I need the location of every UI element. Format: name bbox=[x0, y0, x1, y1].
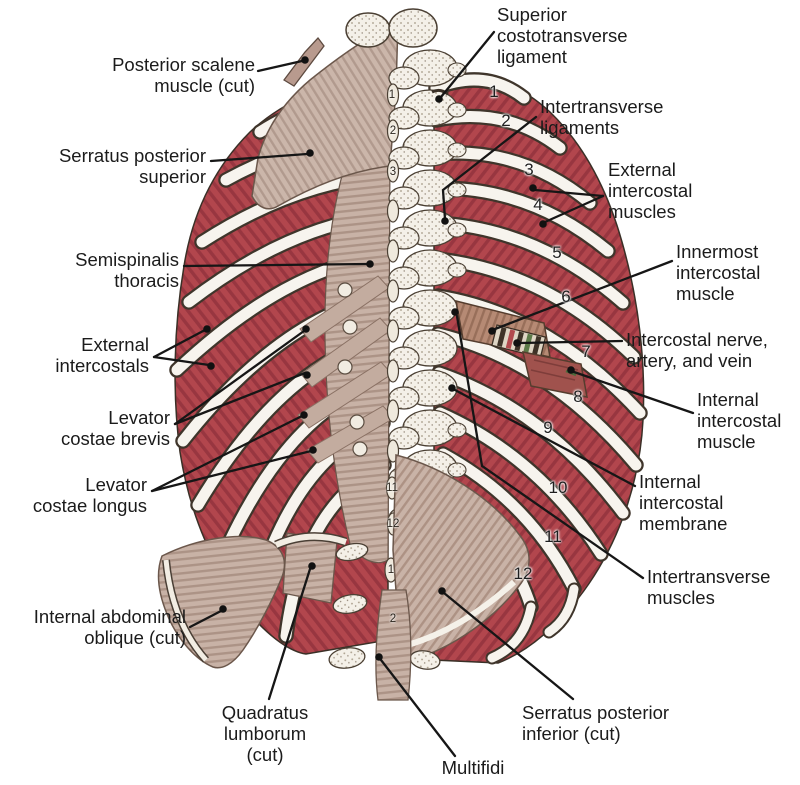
rib-number-5: 5 bbox=[552, 243, 562, 262]
vertebra-number-1: 1 bbox=[388, 89, 396, 101]
internal-abdominal-oblique-label-line: Internal abdominal bbox=[33, 606, 186, 627]
internal-intercostal-muscle-label-line: Internal bbox=[697, 389, 759, 410]
intercostal-nerve-artery-vein-label-line: Intercostal nerve, bbox=[626, 329, 768, 350]
innermost-intercostal-muscle-label-line: muscle bbox=[676, 283, 735, 304]
external-intercostals-label-line: External bbox=[81, 334, 149, 355]
internal-intercostal-muscle-label-line: intercostal bbox=[697, 410, 782, 431]
levator-costae-brevis-label-line: Levator bbox=[108, 407, 170, 428]
vertebra-number-2: 2 bbox=[389, 125, 397, 137]
levator-costae-brevis-label-line: costae brevis bbox=[61, 428, 170, 449]
serratus-posterior-inferior-label-line: inferior (cut) bbox=[522, 723, 621, 744]
innermost-intercostal-muscle-label-line: Innermost bbox=[676, 241, 759, 262]
vertebra-number-12: 12 bbox=[386, 518, 400, 530]
intertransverse-ligaments-label-line: Intertransverse bbox=[540, 96, 664, 117]
quadratus-lumborum-label-line: Quadratus bbox=[221, 702, 309, 723]
superior-costotransverse-ligament-label-line: costotransverse bbox=[497, 25, 628, 46]
levator-costae-longus-label-line: costae longus bbox=[32, 495, 147, 516]
internal-intercostal-membrane-label-line: intercostal bbox=[639, 492, 724, 513]
vertebra-number-2: 2 bbox=[389, 613, 397, 625]
superior-costotransverse-ligament-label-line: Superior bbox=[497, 4, 567, 25]
semispinalis-thoracis-label-line: thoracis bbox=[114, 270, 179, 291]
internal-abdominal-oblique-muscle bbox=[157, 535, 286, 669]
levator-costae-muscles bbox=[297, 275, 395, 464]
internal-intercostal-muscle-label-line: muscle bbox=[697, 431, 756, 452]
internal-intercostal-membrane-label-line: membrane bbox=[639, 513, 728, 534]
semispinalis-thoracis-label-line: Semispinalis bbox=[75, 249, 179, 270]
external-intercostal-muscles-label-line: muscles bbox=[608, 201, 676, 222]
lumbar-transverse-processes bbox=[328, 542, 441, 670]
serratus-posterior-superior-label-line: superior bbox=[139, 166, 206, 187]
external-intercostal-muscles-label-line: intercostal bbox=[608, 180, 693, 201]
quadratus-lumborum-label-line: lumborum bbox=[223, 723, 307, 744]
serratus-posterior-superior-label-line: Serratus posterior bbox=[58, 145, 206, 166]
intercostal-nerve-artery-vein-label-line: artery, and vein bbox=[626, 350, 753, 371]
posterior-scalene-muscle-label-line: muscle (cut) bbox=[154, 75, 255, 96]
intertransverse-muscles-label-line: muscles bbox=[647, 587, 715, 608]
multifidi-label-line: Multifidi bbox=[441, 757, 505, 778]
vertebra-number-3: 3 bbox=[389, 166, 397, 178]
internal-intercostal-membrane-label-line: Internal bbox=[639, 471, 701, 492]
posterior-scalene-muscle-label-line: Posterior scalene bbox=[112, 54, 255, 75]
vertebra-number-11: 11 bbox=[386, 482, 398, 494]
transverse-process-tips bbox=[337, 282, 368, 457]
intertransverse-muscles-label-line: Intertransverse bbox=[647, 566, 771, 587]
vertebra-number-1: 1 bbox=[387, 564, 395, 576]
rib-number-4: 4 bbox=[533, 195, 543, 214]
innermost-intercostal-muscle-label-line: intercostal bbox=[676, 262, 761, 283]
intertransverse-ligaments-label-line: ligaments bbox=[540, 117, 620, 138]
external-intercostal-muscles-label-line: External bbox=[608, 159, 676, 180]
superior-costotransverse-ligament-label-line: ligament bbox=[497, 46, 567, 67]
internal-abdominal-oblique-label-line: oblique (cut) bbox=[84, 627, 186, 648]
intercostal-nerve-artery-vein-label: Intercostal nerve,artery, and vein bbox=[626, 329, 768, 371]
quadratus-lumborum-label-line: (cut) bbox=[246, 744, 284, 765]
serratus-posterior-inferior-label-line: Serratus posterior bbox=[522, 702, 670, 723]
external-intercostals-label-line: intercostals bbox=[55, 355, 149, 376]
levator-costae-longus-label-line: Levator bbox=[85, 474, 147, 495]
multifidi-label: Multifidi bbox=[442, 757, 505, 778]
